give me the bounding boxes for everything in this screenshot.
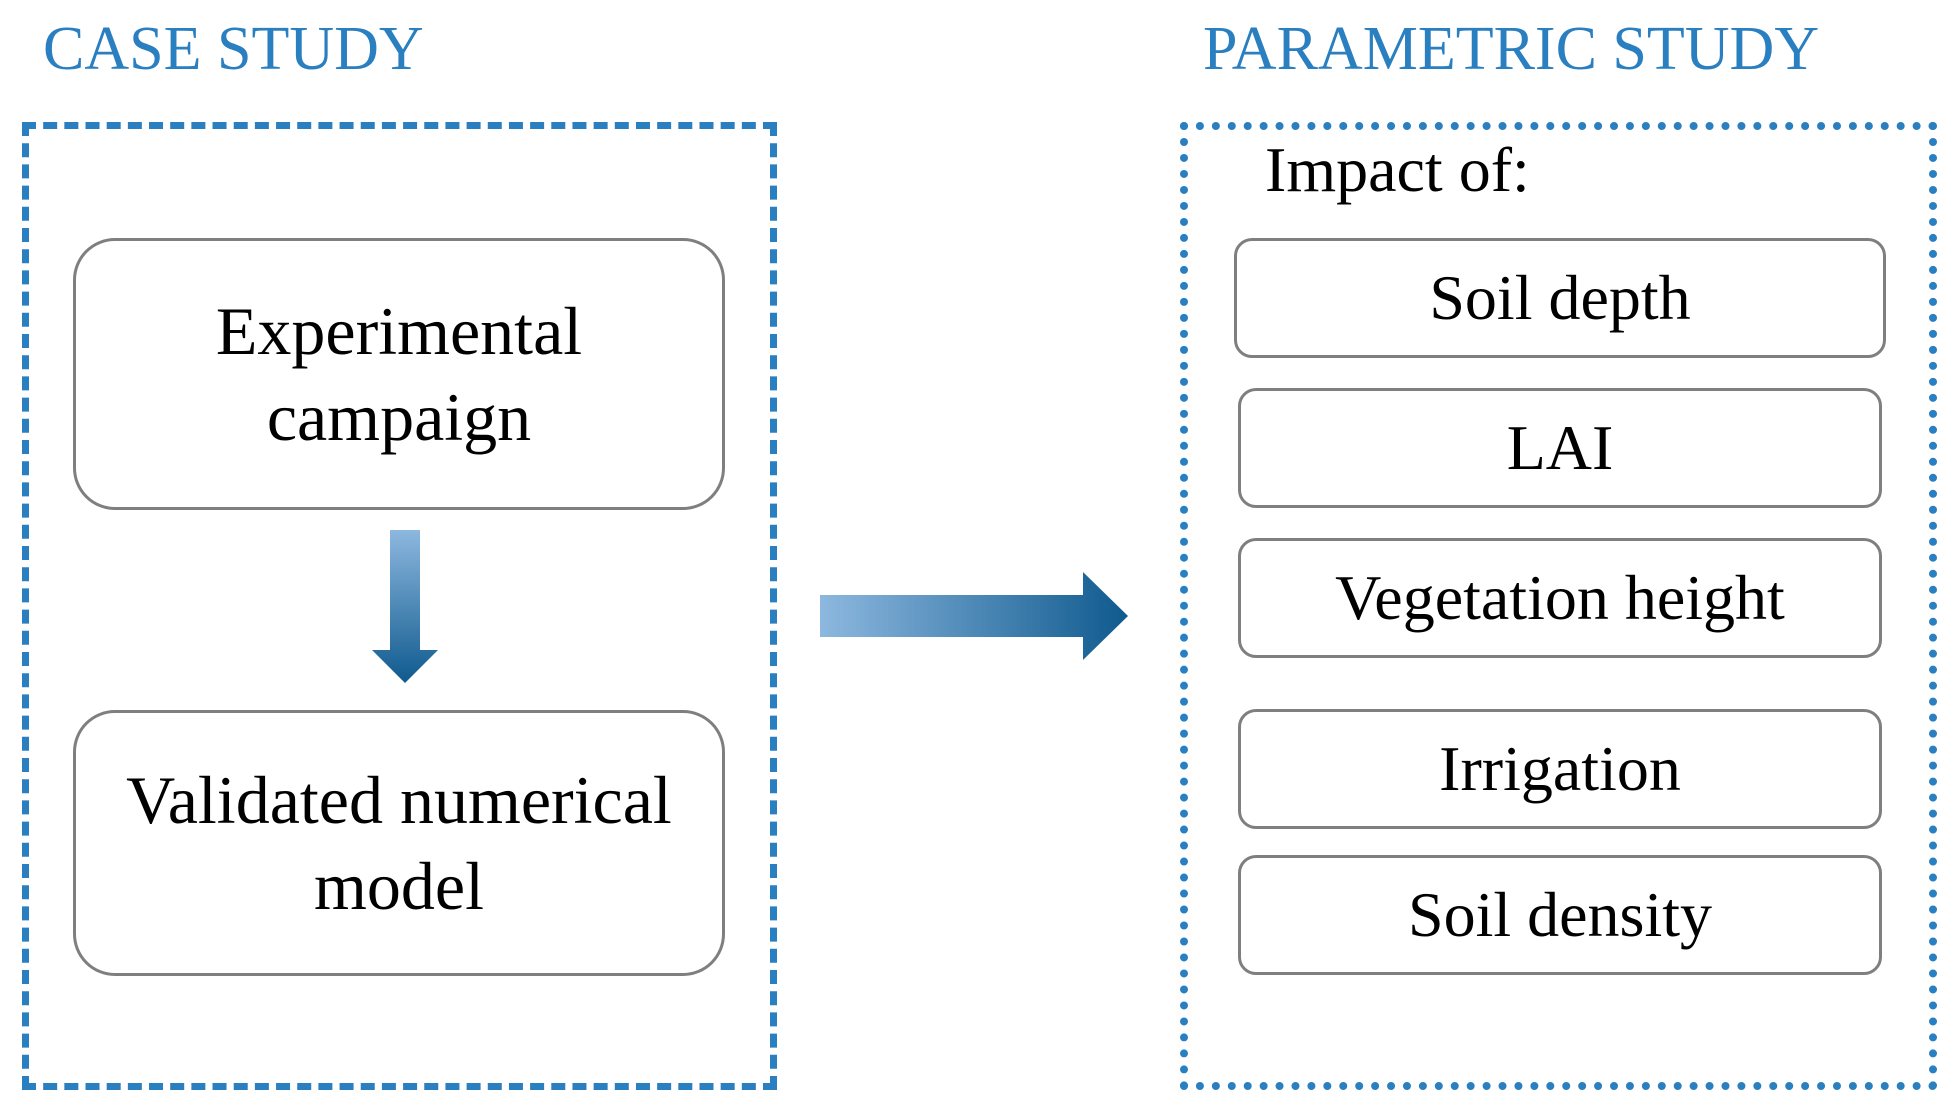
box-line: Validated numerical [126, 762, 672, 838]
parameter-label: Vegetation height [1335, 562, 1785, 633]
parameter-item-lai: LAI [1238, 388, 1882, 508]
parameter-item-soil-density: Soil density [1238, 855, 1882, 975]
parametric-study-frame [1180, 122, 1937, 1090]
experimental-campaign-box: Experimental campaign [73, 238, 725, 510]
parameter-label: LAI [1506, 412, 1614, 483]
parameter-item-vegetation-height: Vegetation height [1238, 538, 1882, 658]
parameter-item-irrigation: Irrigation [1238, 709, 1882, 829]
parametric-study-heading: PARAMETRIC STUDY [1203, 15, 1820, 83]
down-arrow-icon [372, 530, 438, 683]
parameter-item-soil-depth: Soil depth [1234, 238, 1886, 358]
parameter-label: Irrigation [1439, 733, 1681, 804]
box-line: model [314, 848, 484, 924]
parameter-label: Soil density [1407, 879, 1713, 950]
impact-of-label: Impact of: [1265, 134, 1530, 205]
case-study-frame [22, 122, 777, 1090]
box-line: campaign [266, 379, 532, 455]
parameter-label: Soil depth [1429, 262, 1691, 333]
case-study-heading: CASE STUDY [43, 15, 424, 83]
box-line: Experimental [215, 293, 583, 369]
right-arrow-icon [820, 572, 1128, 660]
validated-model-box: Validated numerical model [73, 710, 725, 976]
